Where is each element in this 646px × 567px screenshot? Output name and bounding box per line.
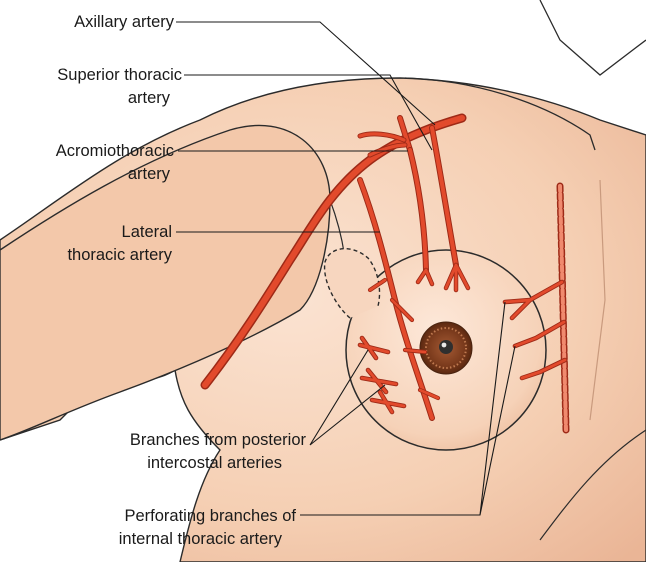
label-lateral-thoracic-line2: thoracic artery — [0, 245, 172, 265]
label-superior-thoracic-line2: artery — [0, 88, 170, 108]
label-acromiothoracic-line1: Acromiothoracic — [0, 141, 174, 161]
label-superior-thoracic-line1: Superior thoracic — [0, 65, 182, 85]
label-lateral-thoracic-line1: Lateral — [0, 222, 172, 242]
neck-right-contour — [540, 0, 646, 75]
label-perforating-line2: internal thoracic artery — [0, 529, 282, 549]
label-perforating-line1: Perforating branches of — [0, 506, 296, 526]
label-axillary-artery: Axillary artery — [20, 12, 174, 32]
label-posterior-intercostal-line2: intercostal arteries — [0, 453, 282, 473]
label-posterior-intercostal-line1: Branches from posterior — [0, 430, 306, 450]
label-acromiothoracic-line2: artery — [0, 164, 170, 184]
nipple — [439, 340, 453, 354]
nipple-highlight — [442, 343, 447, 348]
